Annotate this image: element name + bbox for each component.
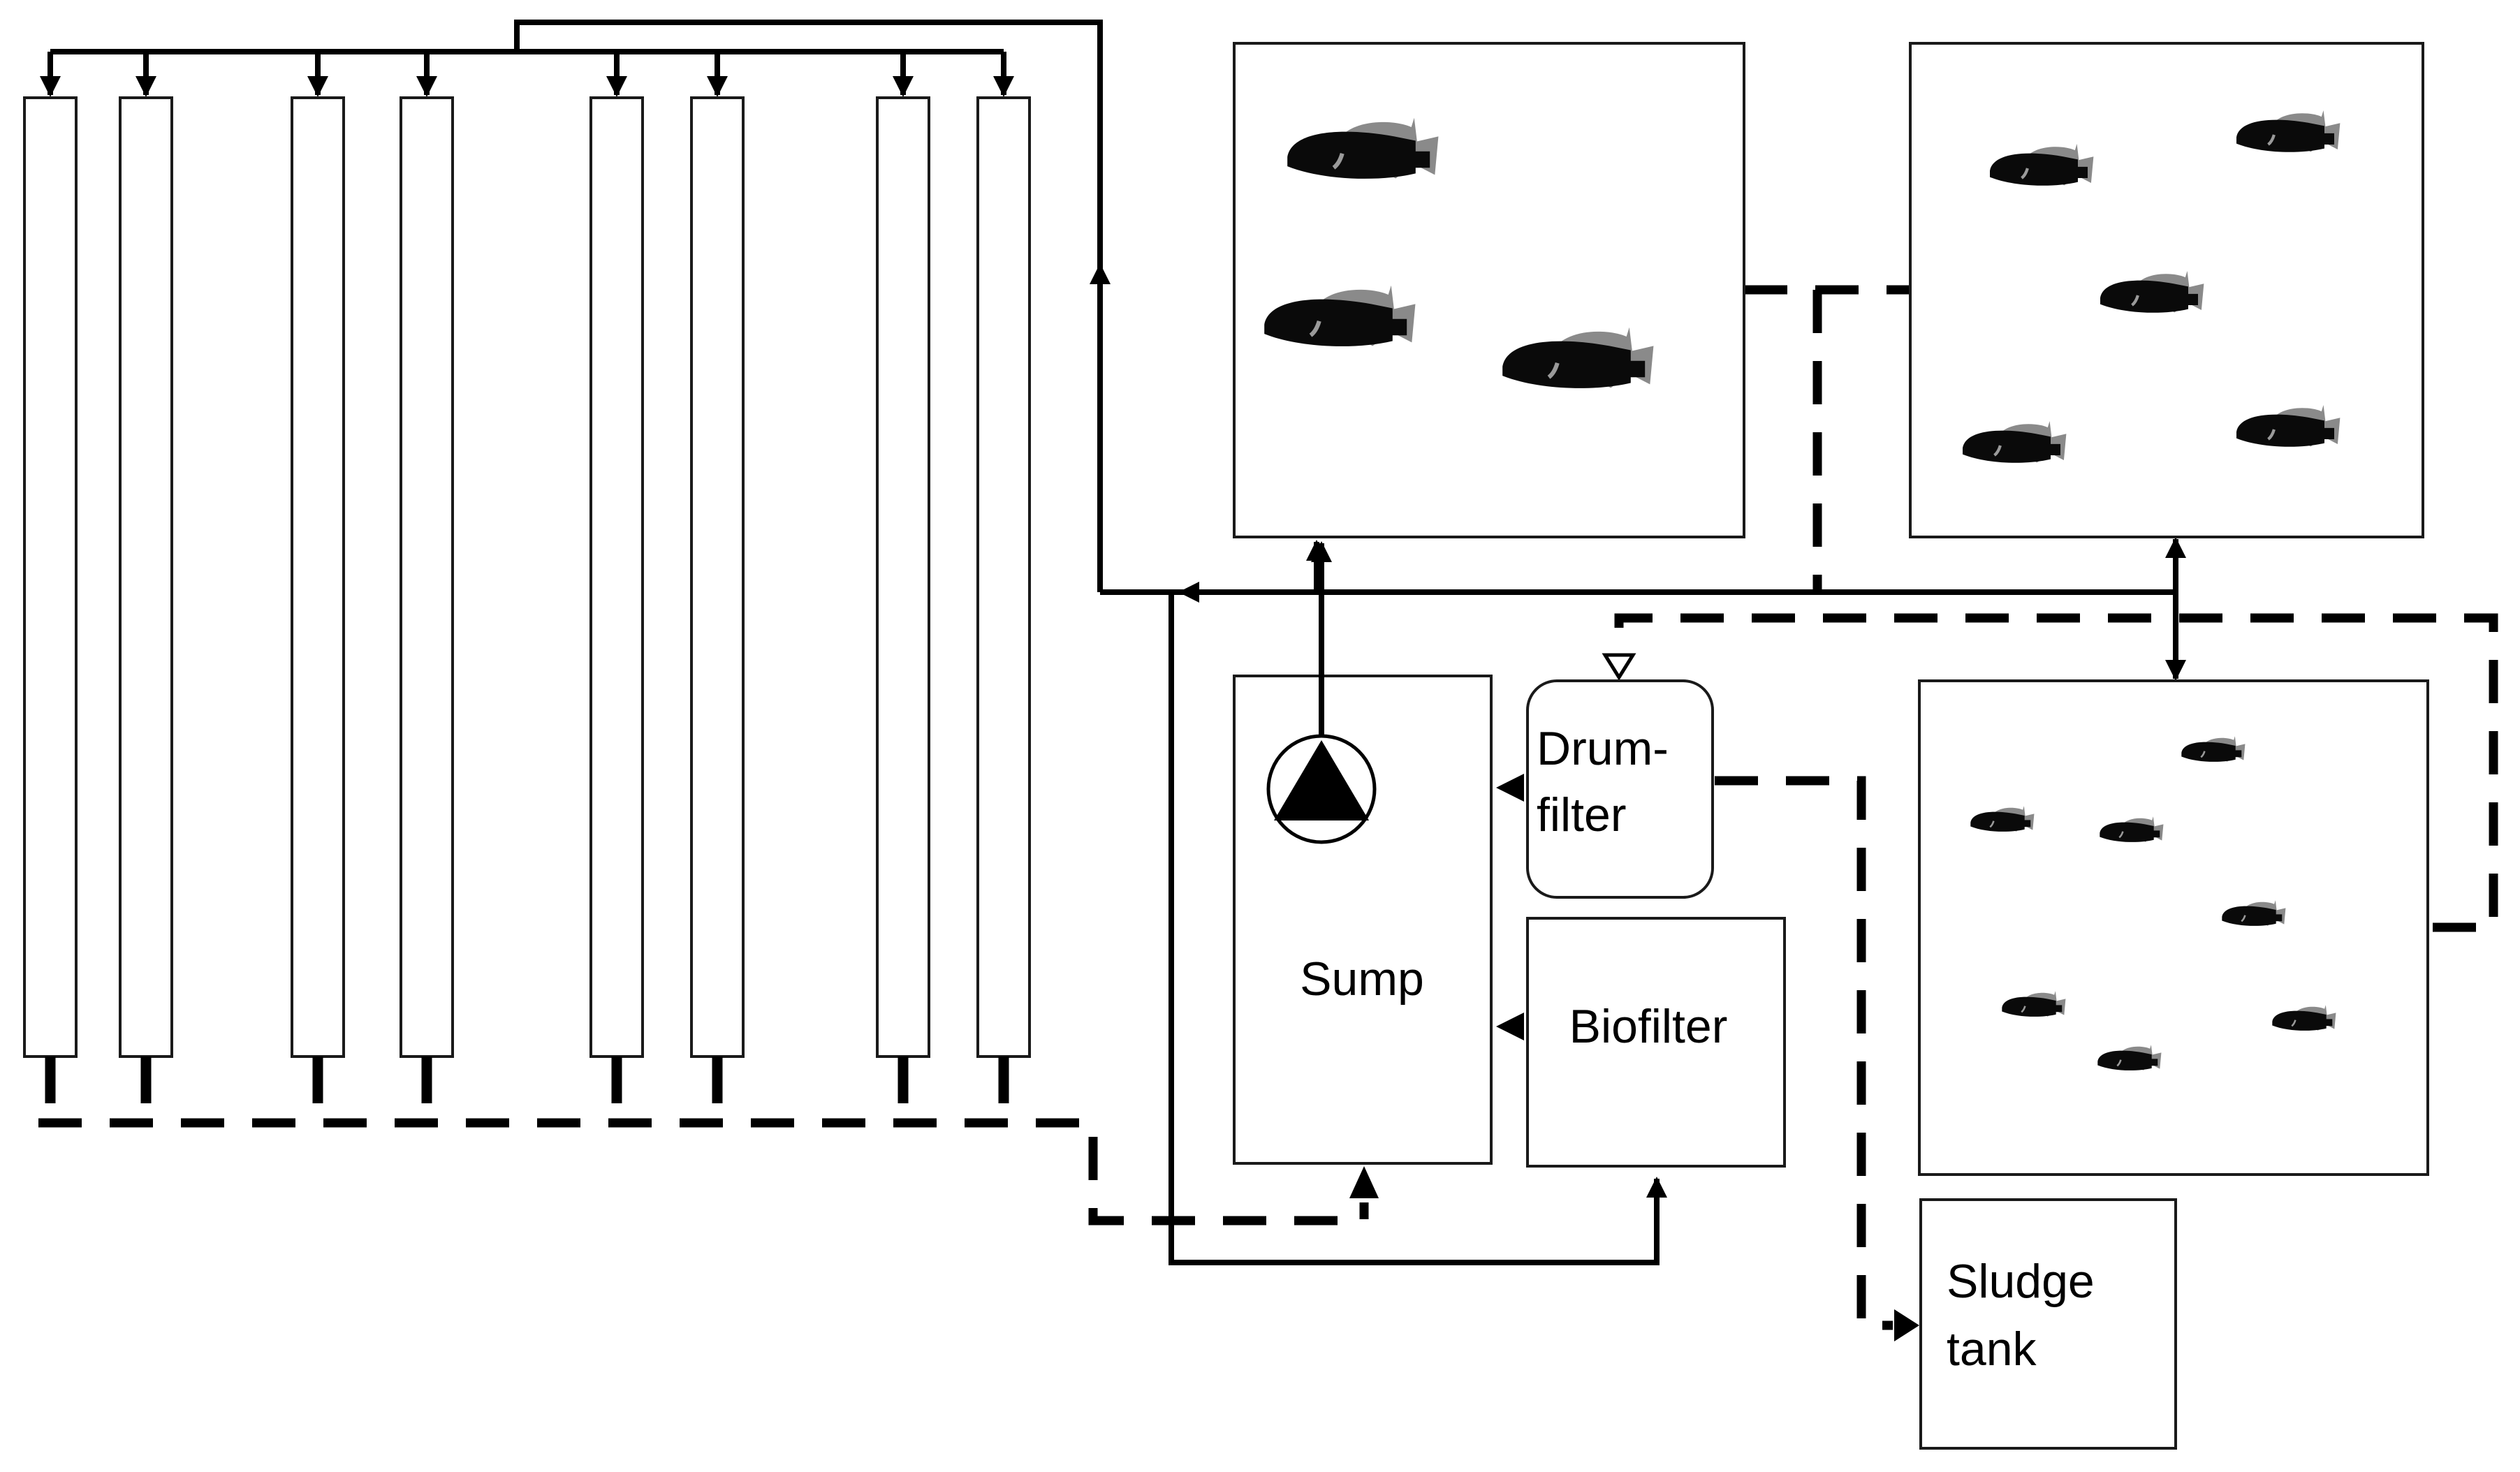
- sludge-tank: Sludge tank: [1919, 1198, 2177, 1450]
- sump-label: Sump: [1300, 952, 1424, 1006]
- column-outlets: [45, 1057, 1009, 1103]
- column-tank-8: [976, 96, 1031, 1058]
- drumfilter-label-line2: filter: [1537, 788, 1626, 841]
- sludge-inlet-arrow: [1894, 1309, 1919, 1341]
- drumfilter-box: [1526, 679, 1714, 899]
- column-tank-2: [119, 96, 173, 1058]
- column-tank-7: [876, 96, 930, 1058]
- column-tank-1: [23, 96, 78, 1058]
- column-tank-5: [589, 96, 644, 1058]
- pump-icon: [1266, 734, 1377, 844]
- sump-inlet-arrow: [1349, 1166, 1379, 1198]
- column-tanks: [23, 96, 1031, 1058]
- column-tank-3: [291, 96, 345, 1058]
- sludge-label-line1: Sludge: [1947, 1255, 2095, 1308]
- biofilter: Biofilter: [1526, 917, 1786, 1168]
- sump: Sump: [1233, 541, 1493, 1165]
- biofilter-label: Biofilter: [1569, 1000, 1728, 1053]
- sludge-tank-box: [1919, 1198, 2177, 1450]
- column-tank-4: [400, 96, 454, 1058]
- drumfilter-inlet-arrow: [1602, 653, 1636, 681]
- biofilter-box: [1526, 917, 1786, 1168]
- sludge-label-line2: tank: [1947, 1323, 2037, 1376]
- drum-filter: Drum- filter: [1526, 679, 1714, 899]
- main-distribution: [1100, 537, 2186, 1265]
- drumfilter-label-line1: Drum-: [1537, 722, 1669, 775]
- large-fish-tank: [1233, 42, 1745, 538]
- small-fish-tank: [1918, 679, 2429, 1176]
- drain-lines: [38, 285, 2498, 1341]
- biofilter-to-sump-arrow: [1496, 1013, 1524, 1040]
- sump-box: [1233, 675, 1493, 1165]
- column-tank-6: [690, 96, 745, 1058]
- column-supply-manifold: [40, 20, 1111, 592]
- drumfilter-to-sump-arrow: [1496, 774, 1524, 802]
